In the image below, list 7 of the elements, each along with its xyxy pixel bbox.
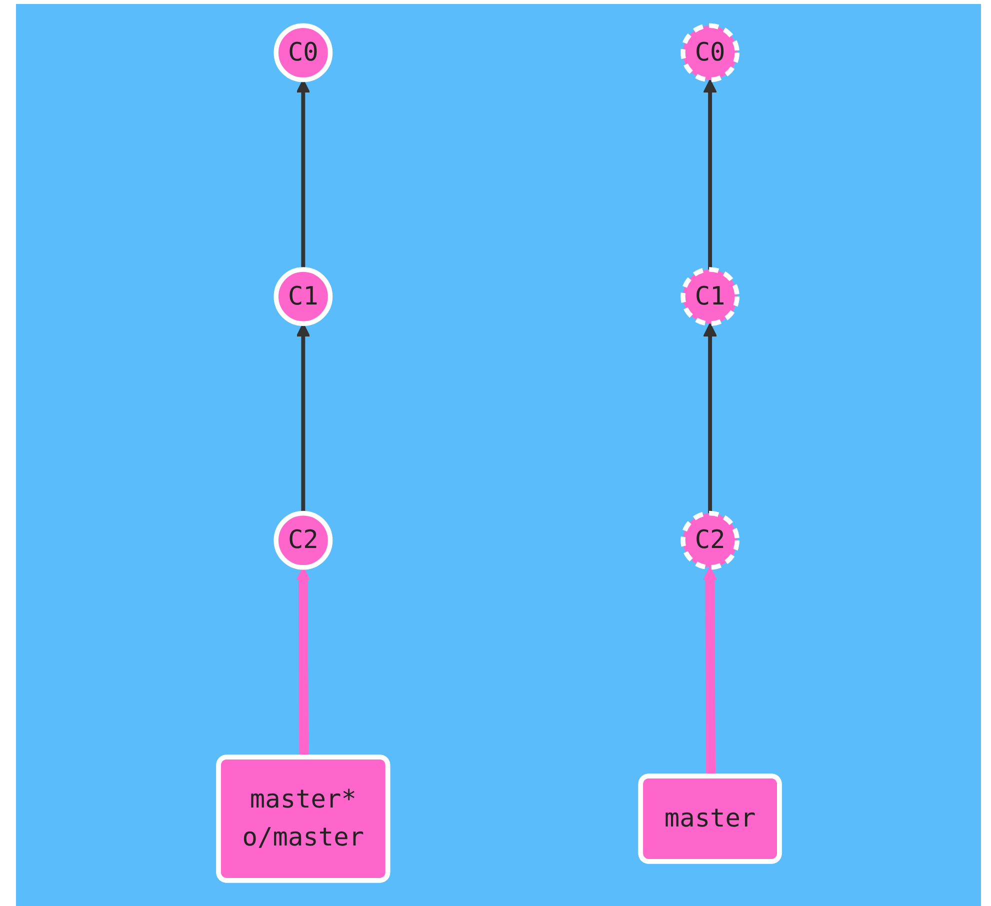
node-circle [273, 22, 332, 82]
canvas-background: C0 C1 C2 master* o/master C0 C1 C2 master [16, 4, 981, 906]
node-circle [680, 510, 739, 570]
node-circle [273, 266, 332, 326]
node-circle [273, 510, 332, 570]
node-circle [680, 266, 739, 326]
node-circle [680, 22, 739, 82]
